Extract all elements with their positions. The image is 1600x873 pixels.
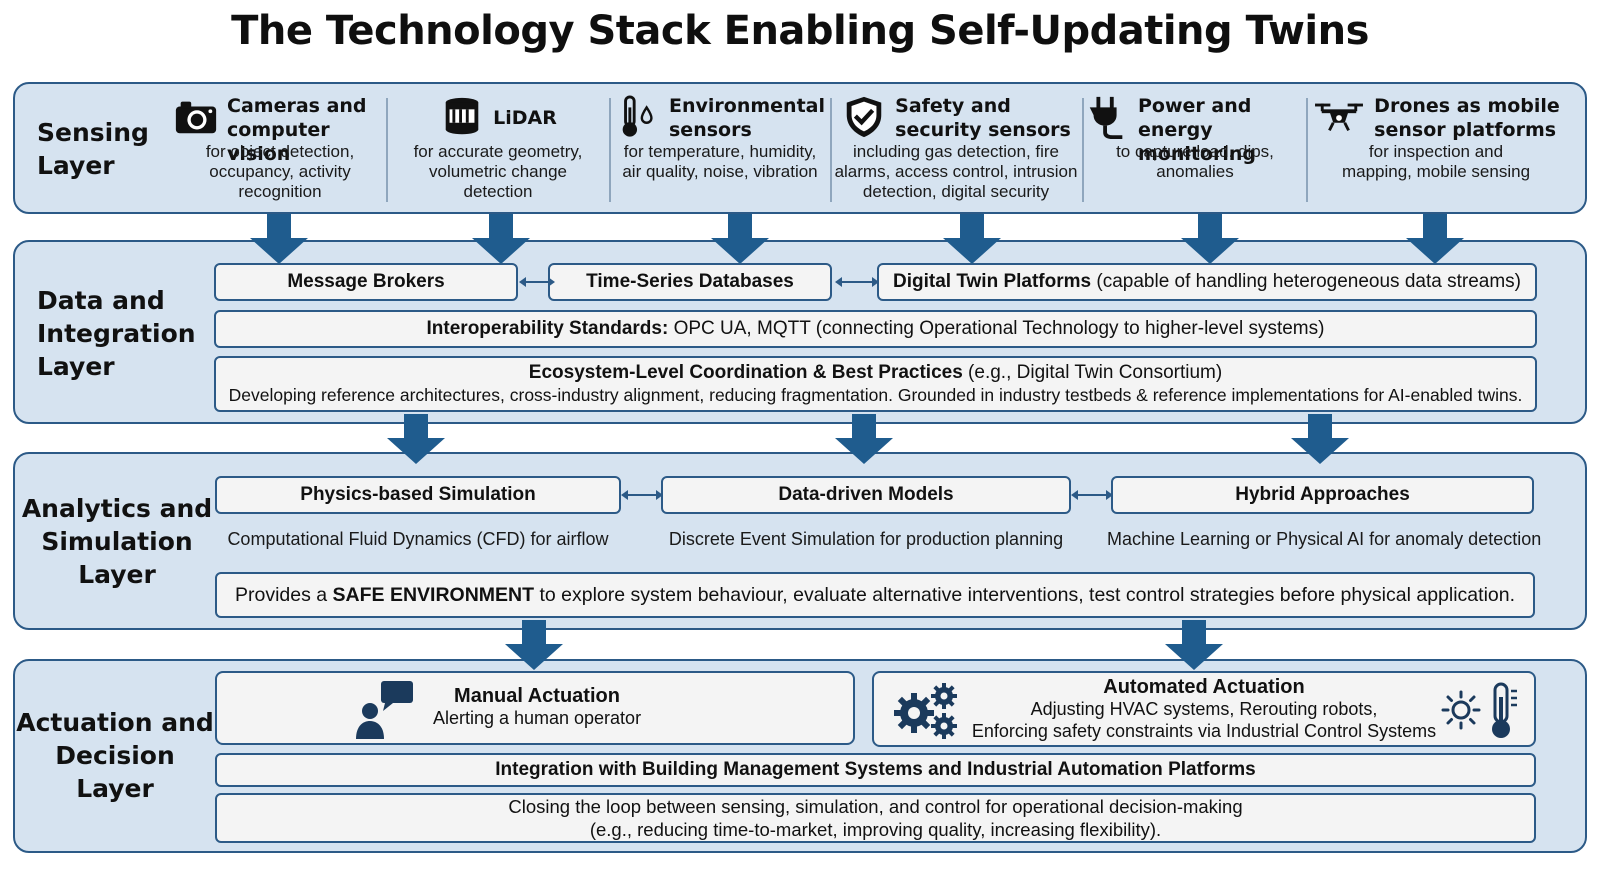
sensor-name: Cameras and computer vision bbox=[227, 95, 367, 165]
thermometer-icon bbox=[1486, 681, 1520, 741]
dt-platforms-title: Digital Twin Platforms bbox=[892, 271, 1092, 292]
data-driven-models-box: Data-driven Models bbox=[661, 476, 1071, 514]
flow-arrow bbox=[711, 214, 769, 264]
sensor-desc: to capture load, dips, anomalies bbox=[1116, 142, 1274, 181]
sensor-safety: Safety and security sensors including ga… bbox=[832, 84, 1080, 212]
interop-desc: OPC UA, MQTT (connecting Operational Tec… bbox=[668, 318, 1325, 339]
data-layer-label: Data and Integration Layer bbox=[37, 286, 196, 381]
interoperability-box: Interoperability Standards: OPC UA, MQTT… bbox=[214, 310, 1537, 348]
sensor-desc: including gas detection, fire alarms, ac… bbox=[834, 142, 1078, 201]
ecosystem-desc: Developing reference architectures, cros… bbox=[228, 385, 1523, 405]
physics-desc: Computational Fluid Dynamics (CFD) for a… bbox=[227, 529, 609, 549]
lidar-icon bbox=[439, 94, 485, 140]
divider bbox=[386, 98, 388, 202]
sensor-name: Drones as mobile sensor platforms bbox=[1374, 95, 1560, 141]
bidirectional-arrow bbox=[621, 488, 663, 502]
sensor-name: LiDAR bbox=[493, 107, 557, 129]
flow-arrow bbox=[387, 414, 445, 464]
manual-actuation-text: Manual Actuation Alerting a human operat… bbox=[417, 685, 657, 729]
time-series-box: Time-Series Databases bbox=[548, 263, 832, 301]
data-driven-desc: Discrete Event Simulation for production… bbox=[668, 529, 1064, 549]
automated-actuation-box: Automated Actuation Adjusting HVAC syste… bbox=[872, 671, 1536, 747]
flow-arrow bbox=[1406, 214, 1464, 264]
power-plug-icon bbox=[1084, 94, 1130, 140]
flow-arrow bbox=[505, 620, 563, 670]
message-brokers-box: Message Brokers bbox=[214, 263, 518, 301]
safe-pre: Provides a bbox=[234, 583, 333, 606]
divider bbox=[1306, 98, 1308, 202]
flow-arrow bbox=[1165, 620, 1223, 670]
hybrid-desc: Machine Learning or Physical AI for anom… bbox=[1107, 529, 1542, 549]
sensor-name: Power and energy monitoring bbox=[1138, 95, 1257, 165]
flow-arrow bbox=[1181, 214, 1239, 264]
closing-loop-box: Closing the loop between sensing, simula… bbox=[215, 793, 1536, 843]
sensing-layer: Sensing Layer Cameras and computer visio… bbox=[13, 82, 1587, 214]
data-integration-layer: Data and Integration Layer Message Broke… bbox=[13, 240, 1587, 424]
operator-chat-icon bbox=[353, 679, 417, 741]
flow-arrow bbox=[835, 414, 893, 464]
sensor-power: Power and energy monitoring to capture l… bbox=[1084, 84, 1306, 212]
analytics-layer-label: Analytics and Simulation Layer bbox=[21, 494, 213, 589]
analytics-simulation-layer: Analytics and Simulation Layer Physics-b… bbox=[13, 452, 1587, 630]
sensor-desc: for temperature, humidity, air quality, … bbox=[622, 142, 818, 181]
sensor-desc: for inspection and mapping, mobile sensi… bbox=[1341, 142, 1531, 181]
manual-actuation-title: Manual Actuation bbox=[454, 685, 620, 707]
sun-icon bbox=[1440, 689, 1482, 731]
automated-actuation-text: Automated Actuation Adjusting HVAC syste… bbox=[964, 676, 1444, 742]
digital-twin-platforms-box: Digital Twin Platforms (capable of handl… bbox=[877, 263, 1537, 301]
flow-arrow bbox=[250, 214, 308, 264]
hybrid-approaches-box: Hybrid Approaches bbox=[1111, 476, 1534, 514]
ecosystem-title: Ecosystem-Level Coordination & Best Prac… bbox=[528, 362, 963, 383]
drone-icon bbox=[1312, 94, 1366, 140]
ecosystem-heading: Ecosystem-Level Coordination & Best Prac… bbox=[529, 361, 1222, 384]
dt-platforms-desc: (capable of handling heterogeneous data … bbox=[1091, 271, 1521, 292]
bidirectional-arrow bbox=[519, 275, 555, 289]
interop-title: Interoperability Standards: bbox=[426, 318, 669, 339]
bidirectional-arrow bbox=[835, 275, 879, 289]
shield-check-icon bbox=[841, 94, 887, 140]
flow-arrow bbox=[1291, 414, 1349, 464]
divider bbox=[609, 98, 611, 202]
sensor-lidar: LiDAR for accurate geometry, volumetric … bbox=[388, 84, 608, 212]
safe-environment-box: Provides a SAFE ENVIRONMENT to explore s… bbox=[215, 572, 1535, 618]
ecosystem-note: (e.g., Digital Twin Consortium) bbox=[962, 362, 1223, 383]
divider bbox=[830, 98, 832, 202]
bidirectional-arrow bbox=[1071, 488, 1113, 502]
safe-post: to explore system behaviour, evaluate al… bbox=[534, 583, 1516, 606]
automated-actuation-desc: Adjusting HVAC systems, Rerouting robots… bbox=[971, 699, 1437, 741]
sensor-name: Safety and security sensors bbox=[895, 95, 1071, 141]
sensing-layer-label: Sensing Layer bbox=[37, 118, 149, 180]
manual-actuation-box: Manual Actuation Alerting a human operat… bbox=[215, 671, 855, 745]
integration-box: Integration with Building Management Sys… bbox=[215, 753, 1536, 787]
manual-actuation-desc: Alerting a human operator bbox=[432, 708, 642, 728]
page-title: The Technology Stack Enabling Self-Updat… bbox=[231, 8, 1369, 54]
gears-icon bbox=[890, 681, 962, 741]
sensor-name: Environmental sensors bbox=[669, 95, 825, 141]
thermometer-droplet-icon bbox=[615, 94, 661, 140]
flow-arrow bbox=[943, 214, 1001, 264]
ecosystem-box: Ecosystem-Level Coordination & Best Prac… bbox=[214, 356, 1537, 412]
automated-actuation-title: Automated Actuation bbox=[1103, 676, 1305, 698]
actuation-layer-label: Actuation and Decision Layer bbox=[16, 708, 214, 803]
physics-simulation-box: Physics-based Simulation bbox=[215, 476, 621, 514]
flow-arrow bbox=[472, 214, 530, 264]
camera-icon bbox=[173, 94, 219, 140]
actuation-decision-layer: Actuation and Decision Layer Manual Actu… bbox=[13, 659, 1587, 853]
sensor-desc: for object detection, occupancy, activit… bbox=[205, 142, 355, 201]
sensor-environmental: Environmental sensors for temperature, h… bbox=[611, 84, 829, 212]
sensor-cameras: Cameras and computer vision for object d… bbox=[173, 84, 387, 212]
divider bbox=[1082, 98, 1084, 202]
safe-environment-emphasis: SAFE ENVIRONMENT bbox=[332, 583, 535, 606]
sensor-drones: Drones as mobile sensor platforms for in… bbox=[1308, 84, 1564, 212]
sensor-desc: for accurate geometry, volumetric change… bbox=[413, 142, 583, 201]
